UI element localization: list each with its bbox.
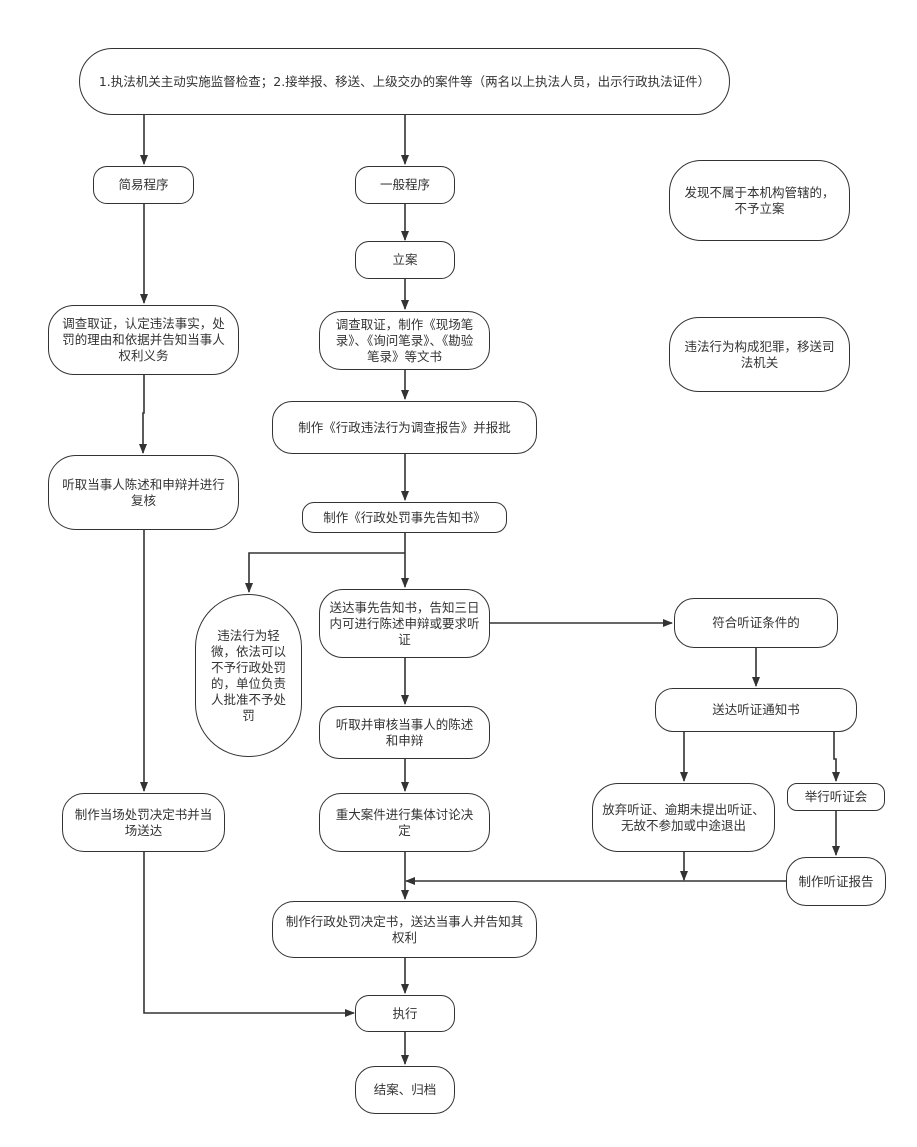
simple-hear-node: 听取当事人陈述和申辩并进行复核	[48, 455, 239, 530]
crime-transfer-node: 违法行为构成犯罪，移送司法机关	[669, 317, 850, 392]
general-investigate-node: 调查取证，制作《现场笔录》、《询问笔录》、《勘验笔录》等文书	[319, 311, 490, 370]
onsite-decision-node: 制作当场处罚决定书并当场送达	[62, 793, 225, 852]
general-procedure-node: 一般程序	[355, 166, 455, 204]
hearing-notice-node: 送达听证通知书	[655, 688, 857, 732]
prior-notice-node: 制作《行政处罚事先告知书》	[302, 502, 507, 533]
edge-notice-minor	[245, 552, 405, 593]
hearing-report-node: 制作听证报告	[786, 857, 886, 906]
hearing-condition-node: 符合听证条件的	[674, 598, 838, 648]
edge-hnotice-hold	[832, 732, 840, 782]
hold-hearing-node: 举行听证会	[787, 783, 885, 811]
not-jurisdiction-node: 发现不属于本机构管辖的，不予立案	[669, 160, 850, 241]
deliver-notice-node: 送达事先告知书，告知三日内可进行陈述申辩或要求听证	[319, 589, 490, 658]
register-node: 立案	[355, 241, 455, 279]
collective-decision-node: 重大案件进行集体讨论决定	[319, 793, 490, 852]
waive-hearing-node: 放弃听证、逾期未提出听证、无故不参加或中途退出	[592, 783, 775, 852]
minor-violation-node: 违法行为轻微，依法可以不予行政处罚的，单位负责人批准不予处罚	[195, 594, 302, 757]
edge-simpleinv-hear	[139, 375, 147, 454]
report-node: 制作《行政违法行为调查报告》并报批	[272, 401, 537, 454]
simple-procedure-node: 简易程序	[93, 166, 194, 204]
review-statement-node: 听取并审核当事人的陈述和申辩	[319, 706, 490, 759]
simple-investigate-node: 调查取证，认定违法事实，处罚的理由和依据并告知当事人权利义务	[48, 305, 239, 375]
edge-onsite-execute	[143, 852, 355, 1017]
execute-node: 执行	[355, 995, 455, 1032]
start-node: 1.执法机关主动实施监督检查；2.接举报、移送、上级交办的案件等（两名以上执法人…	[79, 48, 730, 115]
penalty-decision-node: 制作行政处罚决定书，送达当事人并告知其权利	[272, 901, 537, 958]
close-archive-node: 结案、归档	[355, 1066, 455, 1114]
